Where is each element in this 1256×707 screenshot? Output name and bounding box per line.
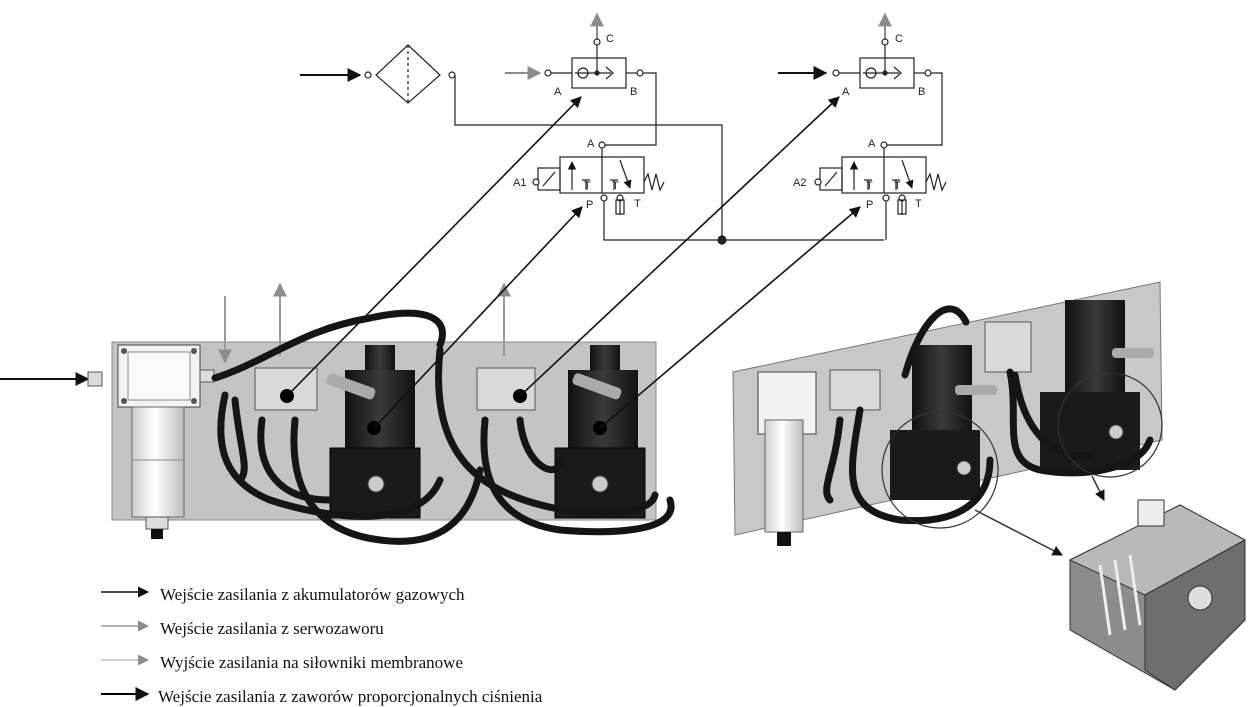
label-c: C [606,33,614,45]
legend-item-4: Wejście zasilania z zaworów proporcjonal… [158,687,543,706]
directional-valve-right [814,141,947,240]
hoses-persp [823,305,1154,525]
label-a: A [868,138,876,150]
shuttle-valve-right [778,12,943,146]
schematic: C A B A P T T T A1 [300,12,947,245]
label-p: P [866,199,873,211]
port-marker [364,71,372,79]
label-t: T [634,198,641,210]
legend-item-1: Wejście zasilania z akumulatorów gazowyc… [160,585,465,604]
solenoid-valve-left [326,345,421,519]
bracket-detail-render [1068,499,1247,691]
filter-symbol [375,44,441,104]
junction-dot [717,235,727,245]
solenoid-valve-persp-right [1040,300,1154,470]
label-a: A [842,86,850,98]
directional-valve-left [532,141,884,241]
legend: Wejście zasilania z akumulatorów gazowyc… [101,585,543,706]
label-t: T [894,180,901,192]
solenoid-valve-right [554,345,646,519]
connection-arrows [286,96,861,429]
label-a1: A1 [513,177,526,189]
label-a2: A2 [793,177,806,189]
label-b: B [630,86,637,98]
port-marker [448,71,456,79]
label-t: T [584,180,591,192]
label-p: P [586,199,593,211]
left-assembly-render [0,282,675,545]
label-c: C [895,33,903,45]
label-a: A [587,138,595,150]
legend-item-2: Wejście zasilania z serwozaworu [160,619,384,638]
hoses [211,309,675,545]
right-assembly-render [732,281,1247,691]
shuttle-block-right [476,367,536,411]
solenoid-valve-persp-left [890,345,997,500]
label-a: A [554,86,562,98]
label-b: B [918,86,925,98]
detail-circle [881,411,999,529]
label-t: T [612,180,619,192]
label-t: T [866,180,873,192]
filter-unit [117,344,215,539]
shuttle-valve-left [505,12,657,146]
detail-circle [1057,372,1163,478]
label-t: T [915,198,922,210]
filter-output-line [454,75,723,240]
legend-item-3: Wyjście zasilania na siłowniki membranow… [160,653,463,672]
